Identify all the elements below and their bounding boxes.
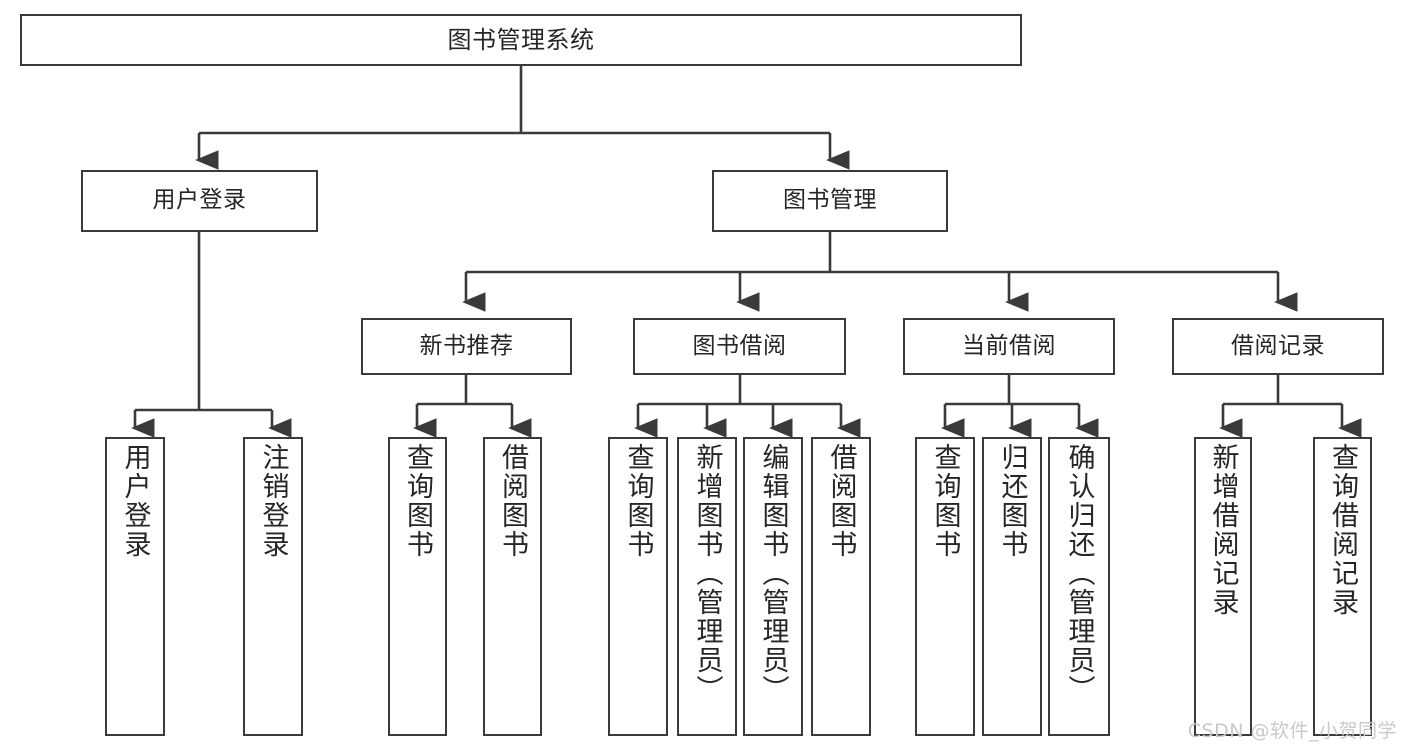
leaf-query-books-borrow[interactable]: 查询图书 <box>608 437 668 736</box>
leaf-borrow-books-new-book[interactable]: 借阅图书 <box>483 437 542 736</box>
leaf-add-borrowing-record[interactable]: 新增借阅记录 <box>1194 437 1252 736</box>
leaf-query-books-new-book[interactable]: 查询图书 <box>388 437 447 736</box>
leaf-add-book-admin[interactable]: 新增图书（管理员） <box>677 437 737 736</box>
node-label: 查询图书 <box>622 443 654 559</box>
leaf-logout[interactable]: 注销登录 <box>243 437 303 736</box>
node-label: 用户登录 <box>152 187 247 214</box>
leaf-query-books-current[interactable]: 查询图书 <box>915 437 975 736</box>
node-new-book-recommendation[interactable]: 新书推荐 <box>361 318 572 375</box>
node-label: 确认归还（管理员） <box>1063 443 1095 704</box>
node-book-borrowing[interactable]: 图书借阅 <box>633 318 846 375</box>
leaf-return-books[interactable]: 归还图书 <box>982 437 1042 736</box>
leaf-confirm-return-admin[interactable]: 确认归还（管理员） <box>1048 437 1110 736</box>
node-label: 查询借阅记录 <box>1327 443 1358 617</box>
csdn-watermark: CSDN @软件_小贺同学 <box>1187 720 1397 742</box>
node-label: 借阅记录 <box>1231 332 1325 359</box>
node-label: 新增图书（管理员） <box>691 443 723 704</box>
leaf-borrow-books[interactable]: 借阅图书 <box>811 437 871 736</box>
node-label: 借阅图书 <box>825 443 857 559</box>
node-label: 查询图书 <box>929 443 961 559</box>
node-book-management[interactable]: 图书管理 <box>712 170 948 232</box>
leaf-user-login[interactable]: 用户登录 <box>105 437 165 736</box>
node-label: 借阅图书 <box>497 443 528 559</box>
node-label: 查询图书 <box>402 443 433 559</box>
node-label: 编辑图书（管理员） <box>757 443 789 704</box>
node-label: 用户登录 <box>119 443 151 559</box>
node-label: 注销登录 <box>257 443 289 559</box>
node-label: 新书推荐 <box>419 332 514 359</box>
node-user-login[interactable]: 用户登录 <box>81 170 318 232</box>
node-label: 归还图书 <box>996 443 1028 559</box>
node-borrowing-record[interactable]: 借阅记录 <box>1172 318 1384 375</box>
node-root-book-management-system[interactable]: 图书管理系统 <box>20 14 1022 66</box>
node-label: 新增借阅记录 <box>1207 443 1239 617</box>
node-label: 当前借阅 <box>962 332 1056 359</box>
leaf-edit-book-admin[interactable]: 编辑图书（管理员） <box>743 437 803 736</box>
node-current-borrowing[interactable]: 当前借阅 <box>903 318 1115 375</box>
node-label: 图书管理系统 <box>447 25 595 54</box>
node-label: 图书借阅 <box>692 332 787 359</box>
node-label: 图书管理 <box>783 187 877 214</box>
leaf-query-borrowing-record[interactable]: 查询借阅记录 <box>1313 437 1372 736</box>
